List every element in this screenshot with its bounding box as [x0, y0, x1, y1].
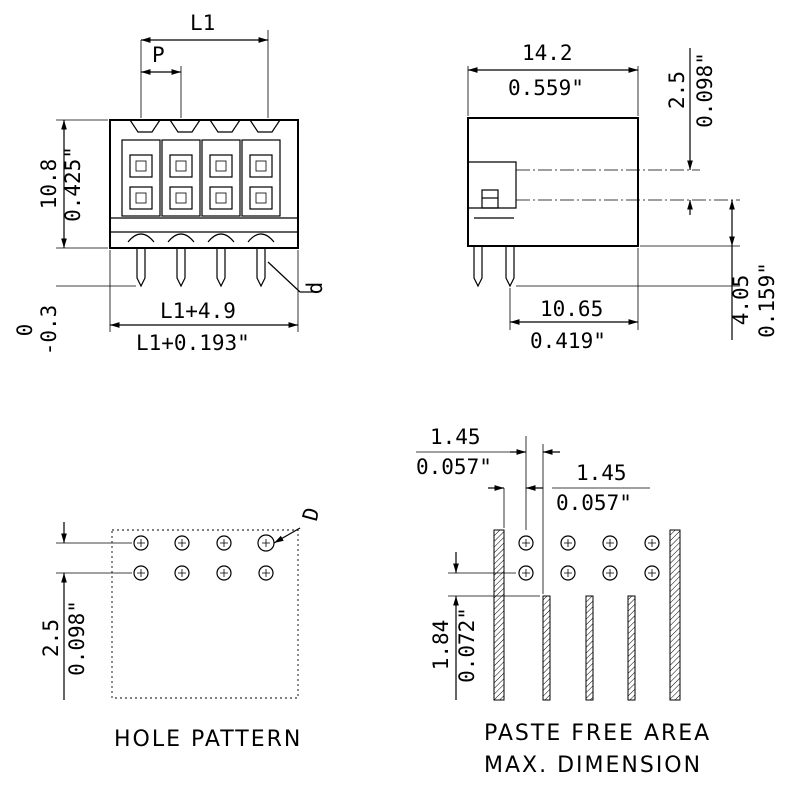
caption-hole-pattern: HOLE PATTERN [114, 727, 302, 752]
label-pin-len-in: 0.159" [755, 262, 779, 338]
contact-cells [121, 139, 281, 243]
hole-pattern: D 2.5 0.098" HOLE PATTERN [39, 505, 324, 752]
holes [133, 534, 275, 581]
label-paste-c-in: 0.072" [455, 607, 479, 683]
front-pins [136, 248, 266, 288]
label-height-mm: 10.8 [37, 159, 61, 210]
paste-free-area: 1.45 0.057" 1.45 0.057" 1.84 0.072" PAST… [416, 425, 711, 778]
label-depth-mm: 14.2 [522, 41, 573, 65]
label-pin-len-mm: 4.05 [729, 275, 753, 326]
housing-notches [129, 119, 281, 133]
side-housing [467, 117, 639, 247]
caption-max-dimension: MAX. DIMENSION [484, 753, 702, 778]
label-paste-b-in: 0.057" [556, 491, 632, 515]
label-offset-in: 0.419" [530, 329, 606, 353]
label-hole-row-in: 0.098" [65, 600, 89, 676]
label-offset-mm: 10.65 [540, 297, 603, 321]
label-paste-a-mm: 1.45 [430, 425, 481, 449]
label-total-mm: L1+4.9 [160, 299, 236, 323]
front-view: L1 P 10.8 0.425" 0 -0.3 L1+4.9 L1+0.193"… [13, 11, 327, 355]
label-total-in: L1+0.193" [136, 331, 250, 355]
label-tol-upper: 0 [13, 324, 37, 337]
paste-strips [493, 529, 681, 701]
side-view: 14.2 0.559" 2.5 0.098" 4.05 0.159" 10.65… [467, 41, 779, 353]
label-l1: L1 [190, 11, 215, 35]
label-row-mm: 2.5 [665, 71, 689, 109]
label-height-in: 0.425" [61, 146, 85, 222]
label-pitch: P [152, 43, 165, 67]
caption-paste-free-area: PASTE FREE AREA [484, 721, 711, 746]
label-row-in: 0.098" [693, 52, 717, 128]
front-housing [109, 119, 299, 249]
label-tol-lower: -0.3 [37, 305, 61, 356]
label-pin-d: d [303, 282, 327, 295]
label-paste-b-mm: 1.45 [576, 461, 627, 485]
side-pins [473, 246, 515, 288]
label-hole-row-mm: 2.5 [39, 619, 63, 657]
label-depth-in: 0.559" [508, 76, 584, 100]
label-paste-a-in: 0.057" [416, 455, 492, 479]
label-hole-d: D [298, 505, 324, 523]
paste-holes [518, 535, 660, 581]
hole-pattern-outline [111, 529, 299, 699]
label-paste-c-mm: 1.84 [429, 620, 453, 671]
